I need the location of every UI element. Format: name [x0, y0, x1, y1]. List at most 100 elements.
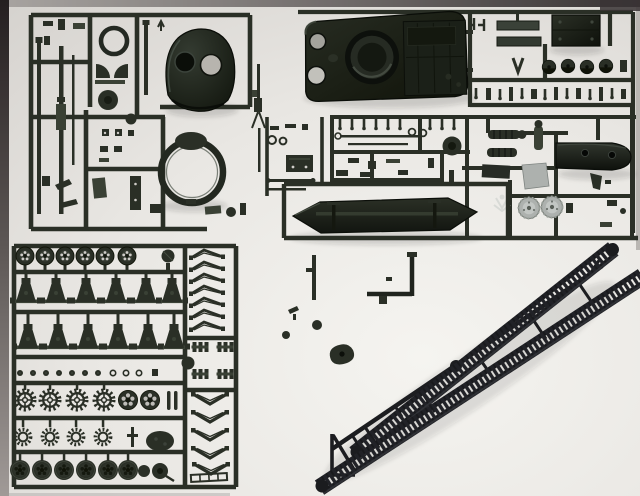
exhaust-muffler: [488, 130, 520, 139]
transmission-box: [551, 14, 601, 47]
table-edge-top-right: [600, 0, 640, 11]
hatch-disc: [98, 90, 118, 110]
muffler-pipe: [534, 126, 543, 150]
knob-with-hole: [329, 344, 355, 365]
hub-part: [17, 370, 23, 376]
gun-barrel: [72, 55, 75, 165]
v-bracket: [511, 57, 525, 77]
fittings-field: [468, 14, 627, 101]
runner: [281, 181, 638, 241]
hub-part: [43, 370, 49, 376]
road-wheel: [117, 246, 137, 266]
gray-sprocket: [540, 195, 564, 219]
hook-parts: [468, 18, 486, 31]
bogie-row-1: [10, 272, 188, 304]
gun-barrels: [35, 18, 165, 214]
small-wheel: [138, 465, 150, 477]
frame-disc: [181, 356, 195, 370]
road-wheel: [35, 246, 55, 266]
clevis-part: [157, 18, 165, 31]
roller-cluster: [191, 342, 209, 352]
road-wheel: [95, 246, 115, 266]
mantlet-ring: [98, 25, 130, 57]
runner: [265, 117, 324, 196]
upper-hull: [304, 10, 469, 103]
paper-crease: [0, 493, 230, 496]
road-wheel: [75, 246, 95, 266]
sprue-hull-tub: [281, 181, 638, 241]
return-roller-column: [181, 248, 234, 483]
mg-and-fittings: [251, 64, 324, 196]
keel: [316, 212, 458, 216]
cupola-dome: [175, 132, 207, 150]
lower-hull-tub: [291, 197, 479, 234]
hatch-panel: [496, 36, 542, 47]
tow-cable: [348, 143, 408, 146]
rear-casting: [555, 142, 632, 171]
road-wheel: [117, 459, 139, 481]
hatch-opening: [308, 32, 327, 51]
sprue-detail-field: [330, 107, 636, 238]
wheel-hub: [541, 59, 557, 75]
top-small-fittings: [43, 19, 85, 45]
small-disc: [125, 113, 137, 125]
exhaust-muffler: [487, 148, 517, 157]
hub-part: [69, 370, 75, 376]
hub-part: [95, 370, 101, 376]
angled-bracket: [288, 306, 299, 314]
tow-rod: [268, 188, 306, 191]
small-fittings-row: [474, 87, 626, 101]
small-fittings: [336, 158, 454, 182]
axle-bar: [433, 201, 437, 228]
gray-sprocket: [517, 196, 541, 220]
table-edge-left: [0, 0, 9, 496]
bracket-arm: [590, 173, 602, 190]
gun-barrel: [144, 24, 148, 95]
clamp-fittings: [99, 129, 134, 162]
table-edge-top: [0, 0, 640, 7]
wheel-hub: [598, 58, 614, 74]
sprue-turret: [28, 12, 253, 232]
bullet-part: [167, 391, 171, 410]
hatch-opening: [200, 54, 222, 76]
hub-part: [56, 370, 62, 376]
sprue-running-gear: [9, 243, 239, 490]
gear-ring-row: [13, 418, 174, 451]
idler-wheel: [139, 389, 161, 411]
hatch-opening: [306, 65, 327, 86]
hatch-opening: [175, 52, 195, 72]
bogie-row-2: [12, 312, 190, 350]
roller-cluster: [216, 342, 234, 352]
axle-bar: [332, 203, 336, 230]
roller-cluster: [216, 369, 234, 379]
idler-wheel: [118, 389, 139, 411]
wheel-hub: [579, 59, 595, 75]
small-boxes-brackets: [42, 176, 246, 217]
mg-part: [257, 64, 260, 106]
roller-cluster: [191, 369, 209, 379]
road-wheel: [55, 246, 75, 266]
loose-parts: [282, 252, 417, 365]
blob-part: [146, 431, 174, 451]
l-shaped-offcut: [367, 252, 417, 304]
turret-ring-base: [157, 132, 227, 207]
track-run-lower: [314, 269, 640, 495]
road-wheel: [31, 459, 53, 481]
tow-rod: [270, 179, 312, 182]
road-wheel-row-top: [15, 246, 175, 271]
hub-part: [30, 370, 36, 376]
hub-part: [82, 370, 88, 376]
road-wheel: [9, 459, 31, 481]
road-wheel-row-bottom: [9, 452, 175, 483]
dark-panel: [481, 164, 511, 179]
engine-hatch: [407, 26, 457, 46]
hub-row: [17, 369, 158, 377]
track-sprue: [314, 242, 640, 495]
road-wheel: [53, 459, 75, 481]
gun-barrel: [37, 42, 41, 214]
wheel-hub: [560, 58, 576, 74]
road-wheel: [15, 246, 35, 266]
sprocket-row: [16, 384, 178, 410]
